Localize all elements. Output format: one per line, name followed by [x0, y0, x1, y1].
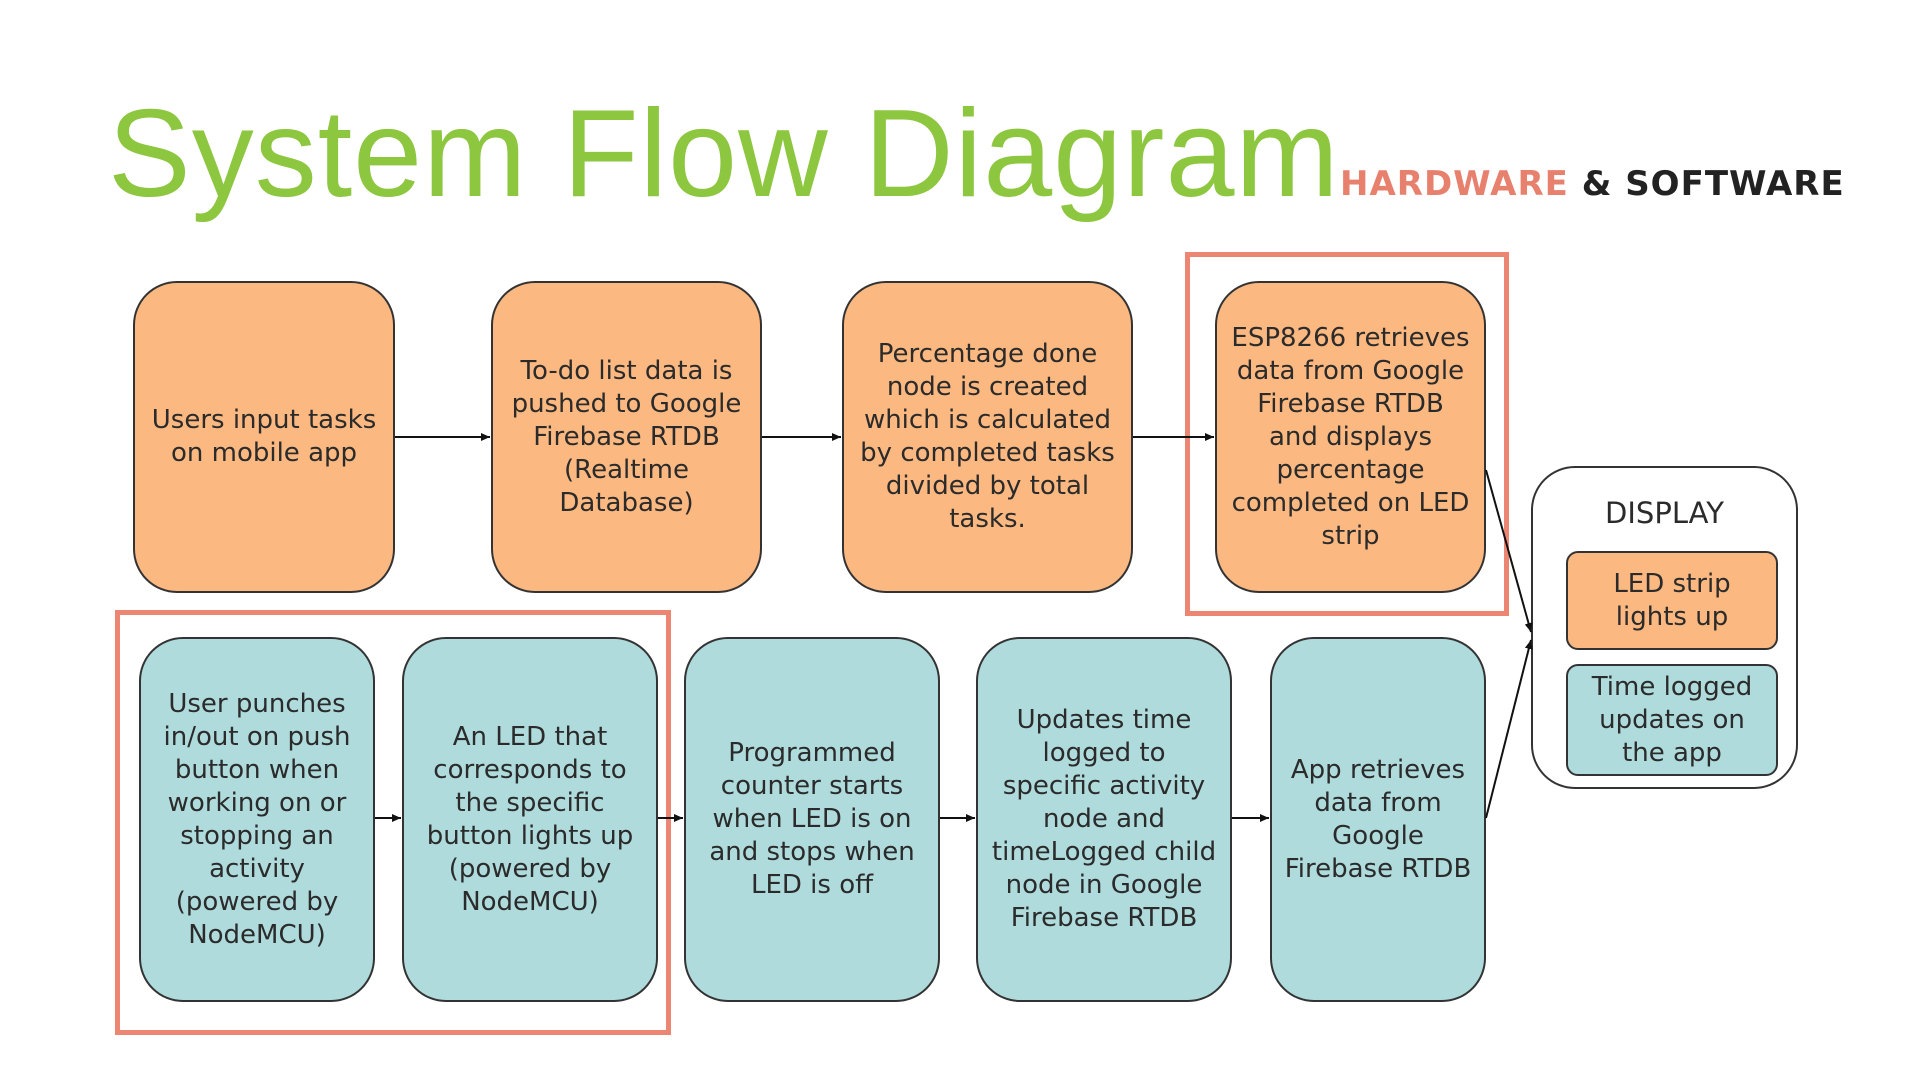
page-title: System Flow Diagram: [108, 85, 1340, 223]
highlight-hardware-inputs: [115, 610, 671, 1035]
highlight-esp8266: [1185, 252, 1509, 616]
node-updates-time-logged: Updates time logged to specific activity…: [976, 637, 1232, 1002]
node-percentage-done: Percentage done node is created which is…: [842, 281, 1133, 593]
display-led-strip: LED strip lights up: [1566, 551, 1778, 650]
subtitle-hardware: HARDWARE: [1340, 164, 1569, 204]
node-users-input: Users input tasks on mobile app: [133, 281, 395, 593]
node-led-lights-up: An LED that corresponds to the specific …: [402, 637, 658, 1002]
node-esp8266-display: ESP8266 retrieves data from Google Fireb…: [1215, 281, 1486, 593]
arrow-esp8266-to-display: [1485, 469, 1533, 633]
node-push-to-firebase: To-do list data is pushed to Google Fire…: [491, 281, 762, 593]
node-app-retrieves: App retrieves data from Google Firebase …: [1270, 637, 1486, 1002]
subtitle-software: & SOFTWARE: [1568, 164, 1845, 204]
page-subtitle: HARDWARE & SOFTWARE: [1340, 164, 1845, 204]
display-time-logged: Time logged updates on the app: [1566, 664, 1778, 776]
node-counter-starts: Programmed counter starts when LED is on…: [684, 637, 940, 1002]
arrow-app-to-display: [1485, 639, 1533, 819]
display-title: DISPLAY: [1605, 496, 1724, 530]
node-user-punches: User punches in/out on push button when …: [139, 637, 375, 1002]
